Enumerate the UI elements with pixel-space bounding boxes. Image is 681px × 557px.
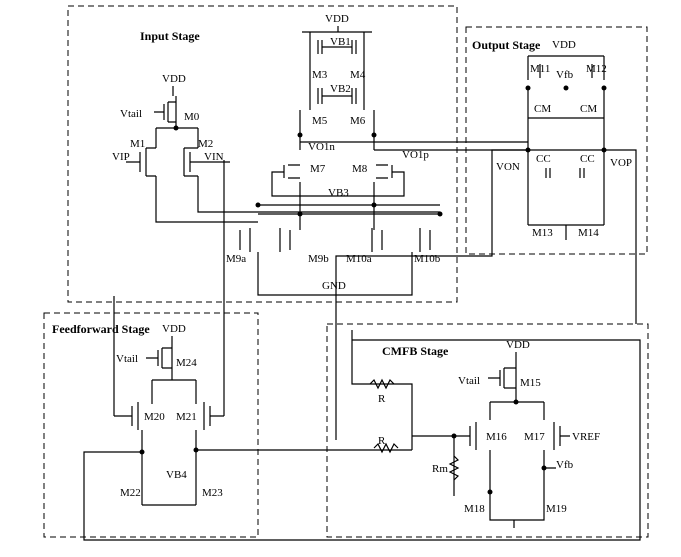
input-internal-wires bbox=[258, 182, 440, 230]
vop-label: VOP bbox=[610, 157, 632, 169]
m10b-label: M10b bbox=[414, 253, 441, 265]
vo1p-label: VO1p bbox=[402, 149, 429, 161]
m4-label: M4 bbox=[350, 69, 366, 81]
ff-branches bbox=[141, 430, 197, 506]
m5-m6-pair bbox=[309, 60, 365, 110]
m0-label: M0 bbox=[184, 111, 200, 123]
cmfb-tail-node bbox=[489, 401, 545, 420]
rm-label: Rm bbox=[432, 463, 448, 475]
vin-label: VIN bbox=[204, 151, 224, 163]
r-bottom-resistor bbox=[373, 442, 399, 454]
vb2-label: VB2 bbox=[330, 83, 351, 95]
ff-tail-node bbox=[151, 379, 197, 404]
vip-label: VIP bbox=[112, 151, 130, 163]
von-label: VON bbox=[496, 161, 520, 173]
vb4-label: VB4 bbox=[166, 469, 187, 481]
m2-label: M2 bbox=[198, 138, 213, 150]
m23-label: M23 bbox=[202, 487, 223, 499]
m16-label: M16 bbox=[486, 431, 507, 443]
feedforward-stage-title: Feedforward Stage bbox=[52, 322, 150, 336]
vtail-in-label: Vtail bbox=[120, 108, 142, 120]
vdd-output-label: VDD bbox=[552, 39, 576, 51]
r-top-resistor bbox=[369, 378, 395, 390]
ff-input-links bbox=[113, 160, 225, 416]
m9b-label: M9b bbox=[308, 253, 329, 265]
m3-m4-pair bbox=[309, 32, 365, 60]
m0-device bbox=[154, 96, 177, 128]
fold-to-output bbox=[300, 141, 604, 151]
cmfb-stage-title: CMFB Stage bbox=[382, 344, 449, 358]
vo1n-label: VO1n bbox=[308, 141, 335, 153]
m3-label: M3 bbox=[312, 69, 328, 81]
vdd-ff-label: VDD bbox=[162, 323, 186, 335]
cmfb-stage-box bbox=[326, 323, 649, 538]
m12-label: M12 bbox=[586, 63, 607, 75]
m9-m10-devices bbox=[239, 228, 431, 252]
cc-left-label: CC bbox=[536, 153, 551, 165]
m20-label: M20 bbox=[144, 411, 165, 423]
m17-label: M17 bbox=[524, 431, 545, 443]
m21-label: M21 bbox=[176, 411, 197, 423]
output-stage-box bbox=[465, 26, 648, 255]
fold-nodes bbox=[299, 110, 375, 150]
input-stage-box bbox=[67, 5, 458, 303]
vfb-cmfb-label: Vfb bbox=[556, 459, 574, 471]
output-stage-title: Output Stage bbox=[472, 38, 541, 52]
r-top-label: R bbox=[378, 393, 386, 405]
tail-node-wire bbox=[155, 127, 199, 148]
vb3-wire bbox=[271, 171, 405, 197]
m1-label: M1 bbox=[130, 138, 145, 150]
cmfb-branches bbox=[489, 450, 556, 500]
cm-right-label: CM bbox=[580, 103, 597, 115]
vfb-out-label: Vfb bbox=[556, 69, 574, 81]
vdd-top-label: VDD bbox=[325, 13, 349, 25]
m11-m12-devices bbox=[527, 56, 605, 80]
m14-label: M14 bbox=[578, 227, 599, 239]
m7-label: M7 bbox=[310, 163, 326, 175]
vdd-top-rail bbox=[302, 26, 372, 33]
m24-label: M24 bbox=[176, 357, 197, 369]
vdd-cmfb-label: VDD bbox=[506, 339, 530, 351]
feedforward-stage-box bbox=[43, 312, 259, 538]
vdd-input-label: VDD bbox=[162, 73, 186, 85]
outer-loop-wire bbox=[83, 339, 641, 541]
m5-label: M5 bbox=[312, 115, 328, 127]
m24-device bbox=[146, 346, 173, 380]
m22-label: M22 bbox=[120, 487, 141, 499]
gnd-rail bbox=[257, 252, 413, 296]
m10a-label: M10a bbox=[346, 253, 372, 265]
output-gnd bbox=[528, 224, 604, 240]
cm-left-label: CM bbox=[534, 103, 551, 115]
m16-m17-devices bbox=[469, 422, 561, 450]
m9a-label: M9a bbox=[226, 253, 246, 265]
cmfb-r-top-wire bbox=[351, 330, 413, 450]
m1-m2-devices bbox=[139, 147, 198, 177]
m18-label: M18 bbox=[464, 503, 485, 515]
vb3-label: VB3 bbox=[328, 187, 349, 199]
output-branches bbox=[527, 88, 605, 225]
vref-label: VREF bbox=[572, 431, 600, 443]
m11-label: M11 bbox=[530, 63, 550, 75]
ff-outputs bbox=[83, 449, 412, 530]
r-bottom-label: R bbox=[378, 435, 386, 447]
input-stage-title: Input Stage bbox=[140, 29, 200, 43]
vtail-ff-label: Vtail bbox=[116, 353, 138, 365]
rm-resistor bbox=[448, 455, 460, 481]
m13-label: M13 bbox=[532, 227, 553, 239]
vb1-label: VB1 bbox=[330, 36, 351, 48]
m6-label: M6 bbox=[350, 115, 366, 127]
m19-label: M19 bbox=[546, 503, 567, 515]
vtail-cmfb-label: Vtail bbox=[458, 375, 480, 387]
m7-m8-devices bbox=[283, 164, 393, 179]
m15-label: M15 bbox=[520, 377, 541, 389]
gnd-label: GND bbox=[322, 280, 346, 292]
cc-right-label: CC bbox=[580, 153, 595, 165]
outputs-to-cmfb bbox=[335, 149, 637, 440]
cmfb-mirror bbox=[489, 500, 545, 528]
m8-label: M8 bbox=[352, 163, 368, 175]
cc-capacitors bbox=[545, 168, 585, 178]
m15-device bbox=[488, 364, 517, 402]
